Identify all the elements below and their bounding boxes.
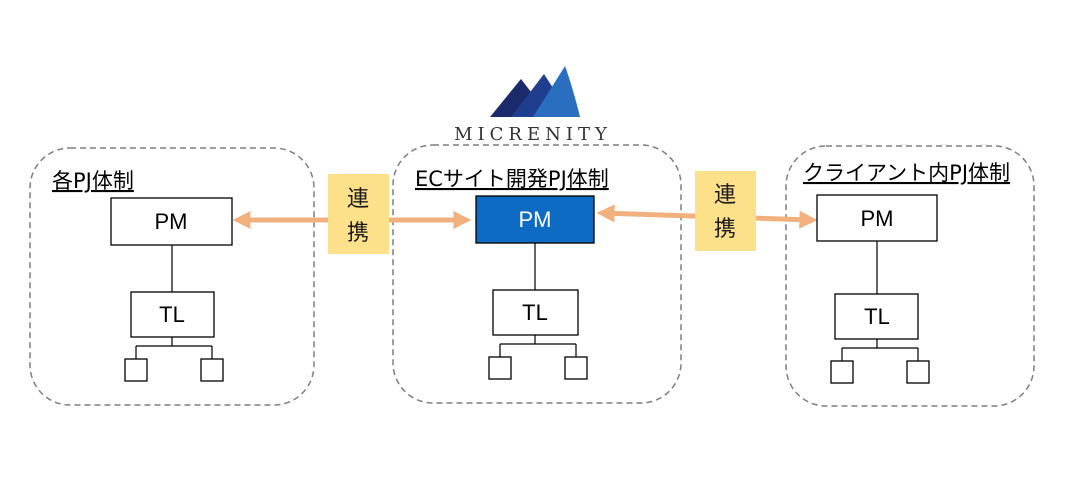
group-title-left: 各PJ体制 xyxy=(52,169,134,193)
member-node xyxy=(124,358,148,382)
tl-node-label: TL xyxy=(159,302,185,327)
link-badge-char-1: 連 xyxy=(714,183,736,208)
tl-node xyxy=(130,291,215,338)
pm-node-label: PM xyxy=(861,206,894,231)
tl-node-label: TL xyxy=(864,304,890,329)
pm-node-highlight xyxy=(475,195,595,244)
pm-node xyxy=(110,197,233,246)
micrenity-logo: MICRENITY xyxy=(454,66,612,145)
tl-node-label: TL xyxy=(522,300,548,325)
link-badge-center-right: 連 携 xyxy=(695,171,756,251)
mountain-peaks-icon xyxy=(490,66,580,117)
connector-tl-members xyxy=(841,339,919,361)
logo-wordmark: MICRENITY xyxy=(454,124,612,145)
tl-node xyxy=(834,293,919,340)
link-badge-char-2: 携 xyxy=(347,221,369,246)
member-node xyxy=(830,360,854,384)
pm-node xyxy=(816,194,938,242)
link-badge-char-1: 連 xyxy=(347,187,369,212)
member-node xyxy=(200,358,224,382)
org-tree-center: PM TL xyxy=(475,195,595,380)
group-title-right: クライアント内PJ体制 xyxy=(803,161,1010,185)
org-tree-left: PM TL xyxy=(110,197,233,382)
org-tree-right: PM TL xyxy=(816,194,938,384)
connector-tl-members xyxy=(499,335,577,357)
link-badge-bg xyxy=(695,171,756,251)
pm-node-label: PM xyxy=(519,207,552,232)
member-node xyxy=(488,356,512,380)
group-container-left xyxy=(29,147,315,406)
pm-node-label: PM xyxy=(155,209,188,234)
group-container-center xyxy=(392,144,682,404)
member-node xyxy=(564,356,588,380)
group-title-center: ECサイト開発PJ体制 xyxy=(415,167,609,191)
member-node xyxy=(906,360,930,384)
link-badge-char-2: 携 xyxy=(714,217,736,242)
group-container-right xyxy=(785,145,1035,407)
connector-tl-members xyxy=(135,337,213,359)
link-badge-bg xyxy=(328,174,389,254)
link-badge-left-center: 連 携 xyxy=(328,174,389,254)
